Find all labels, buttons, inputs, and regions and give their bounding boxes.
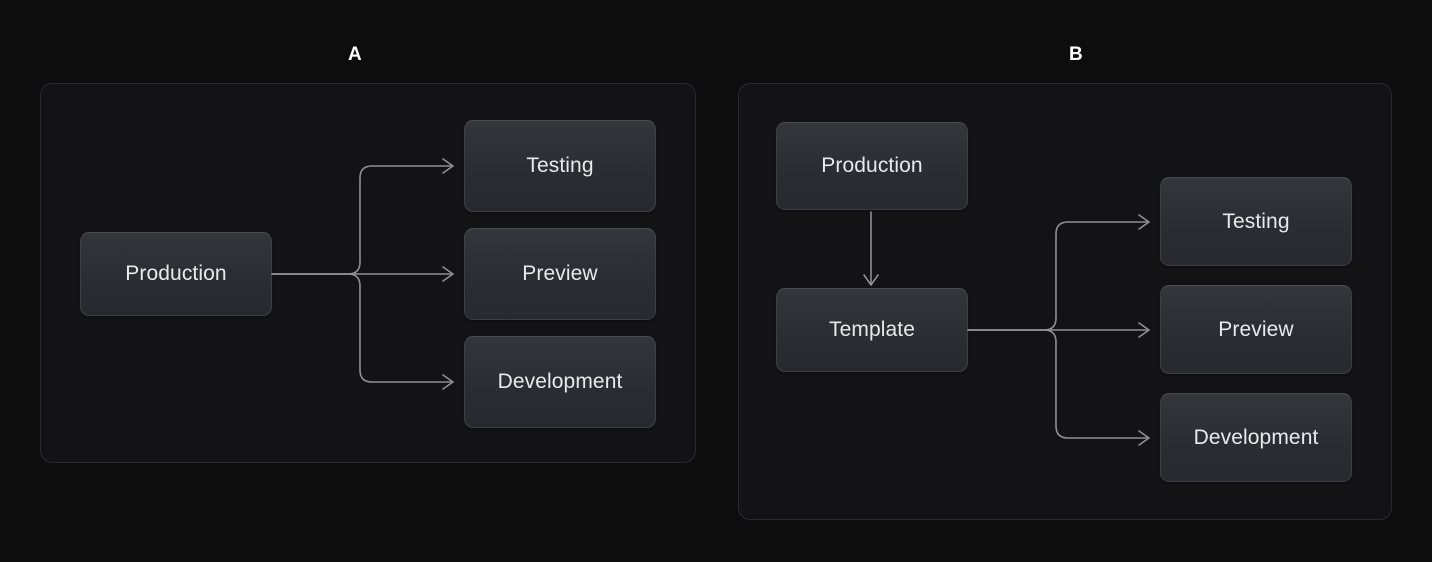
node-b-production[interactable]: Production (776, 122, 968, 210)
node-label: Template (828, 318, 915, 341)
node-label: Production (821, 154, 923, 177)
node-a-production[interactable]: Production (80, 232, 272, 316)
node-b-development[interactable]: Development (1160, 393, 1352, 482)
panel-a-label: A (347, 44, 363, 65)
panel-b-label: B (1068, 44, 1084, 65)
node-a-testing[interactable]: Testing (464, 120, 656, 212)
node-label: Testing (1222, 209, 1290, 233)
node-label: Preview (522, 262, 598, 285)
node-b-template[interactable]: Template (776, 288, 968, 372)
node-b-testing[interactable]: Testing (1160, 177, 1352, 266)
node-label: Testing (526, 154, 594, 177)
node-a-preview[interactable]: Preview (464, 228, 656, 320)
node-label: Development (497, 370, 623, 393)
node-label: Preview (1218, 317, 1294, 341)
node-label: Production (125, 262, 227, 285)
node-a-development[interactable]: Development (464, 336, 656, 428)
node-b-preview[interactable]: Preview (1160, 285, 1352, 374)
node-label: Development (1193, 425, 1319, 449)
